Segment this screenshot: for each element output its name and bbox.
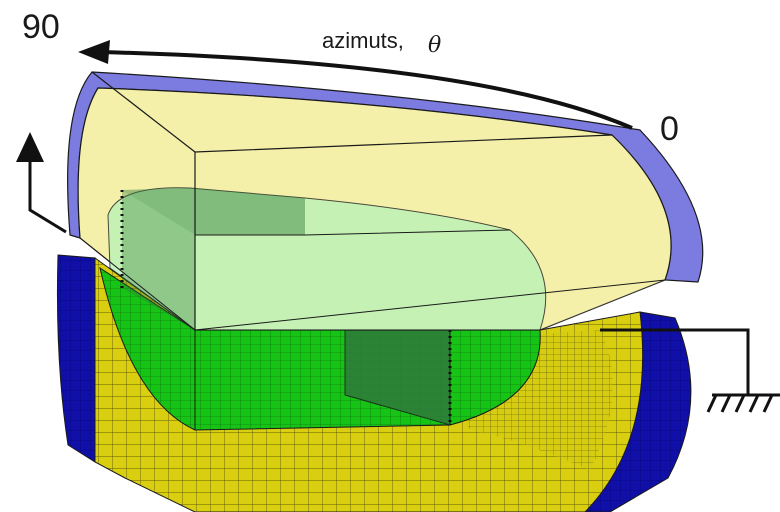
- azimuth-theta-symbol: θ: [428, 33, 441, 58]
- fixed-support-symbol: [600, 328, 780, 413]
- transparent-upper-body: [67, 71, 704, 331]
- lower-liner-mesh: [56, 254, 96, 463]
- upper-section-plane-back: [122, 188, 305, 235]
- azimuth-arrow: [78, 40, 633, 130]
- vertical-axis-arrow: [16, 132, 67, 234]
- azimuth-label: azimuts,: [322, 28, 404, 53]
- angle-90-label: 90: [22, 8, 60, 46]
- excavation-mesh-round-end: [449, 329, 541, 426]
- angle-0-label: 0: [660, 110, 679, 148]
- wireframe-left-bottom: [79, 237, 196, 331]
- upper-section-plane-side: [122, 190, 195, 330]
- excavation-mesh-block: [99, 266, 196, 431]
- wireframe-bottom-edge: [194, 279, 666, 331]
- meshed-lower-body: [56, 254, 692, 512]
- excavation-crown-line: [195, 229, 511, 236]
